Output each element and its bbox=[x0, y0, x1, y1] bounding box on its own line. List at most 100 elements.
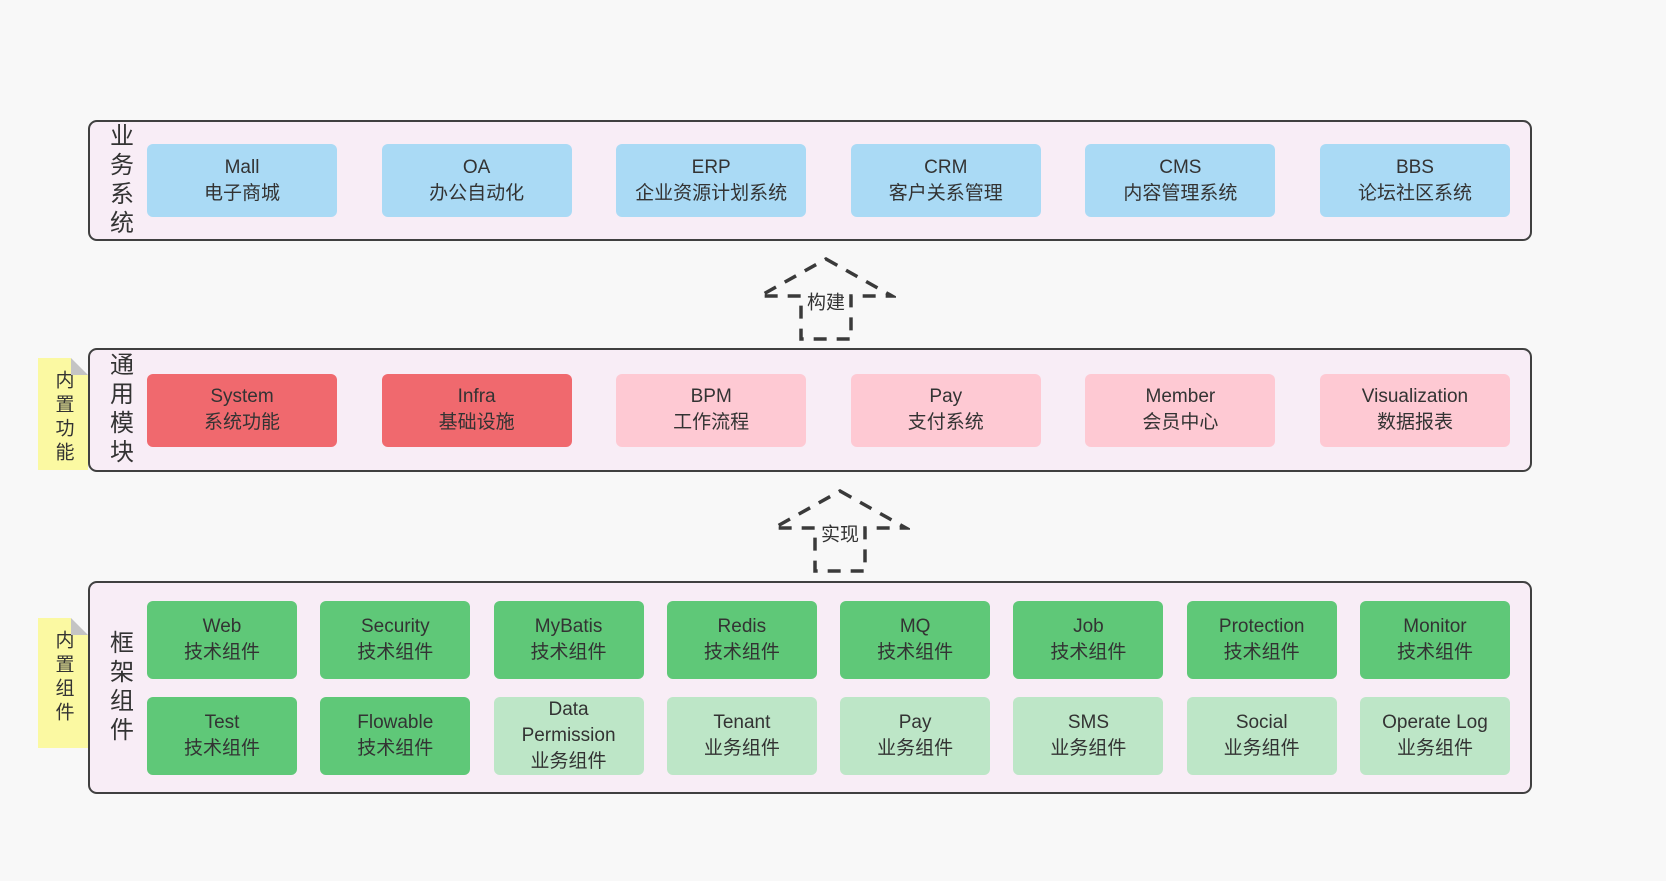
build-arrow-label: 构建 bbox=[802, 287, 850, 315]
box-title: Redis bbox=[717, 615, 767, 637]
box-title: Flowable bbox=[357, 711, 434, 733]
box-title: MQ bbox=[899, 615, 931, 637]
diagram-box-cms: CMS 内容管理系统 bbox=[1085, 144, 1276, 217]
built-in-functions-note: 内置功能 bbox=[38, 358, 88, 470]
box-title: Tenant bbox=[713, 711, 771, 733]
diagram-box-infra: Infra 基础设施 bbox=[381, 373, 572, 447]
business-systems-content: Mall 电子商城 OA 办公自动化 ERP 企业资源计划系统 CRM 客户关系… bbox=[147, 122, 1530, 239]
box-subtitle: 企业资源计划系统 bbox=[635, 182, 788, 204]
box-title: Protection bbox=[1218, 615, 1305, 637]
diagram-box-bpm: BPM 工作流程 bbox=[616, 373, 807, 447]
box-subtitle: 业务组件 bbox=[1223, 737, 1300, 759]
box-title: Infra bbox=[457, 386, 496, 407]
box-title: Monitor bbox=[1403, 615, 1467, 637]
components-box-row-2: Test 技术组件 Flowable 技术组件 Data Permission … bbox=[147, 696, 1510, 775]
diagram-box-system: System 系统功能 bbox=[147, 373, 337, 447]
box-subtitle: 工作流程 bbox=[673, 412, 750, 433]
box-title: OA bbox=[462, 156, 491, 178]
diagram-box-redis: Redis 技术组件 bbox=[666, 600, 817, 679]
diagram-box-pay-system: Pay 支付系统 bbox=[850, 373, 1041, 447]
box-title: CRM bbox=[924, 156, 968, 178]
business-box-row: Mall 电子商城 OA 办公自动化 ERP 企业资源计划系统 CRM 客户关系… bbox=[147, 144, 1510, 217]
diagram-box-social: Social 业务组件 bbox=[1186, 696, 1337, 775]
box-subtitle: 技术组件 bbox=[357, 737, 434, 759]
box-title: SMS bbox=[1067, 711, 1109, 733]
box-subtitle: 会员中心 bbox=[1142, 412, 1219, 433]
diagram-box-monitor: Monitor 技术组件 bbox=[1359, 600, 1510, 679]
business-systems-layer-label: 业务系统 bbox=[90, 122, 147, 239]
common-modules-content: System 系统功能 Infra 基础设施 BPM 工作流程 Pay 支付系统… bbox=[147, 350, 1530, 470]
implement-arrow-icon: 实现 bbox=[770, 487, 910, 575]
diagram-box-security: Security 技术组件 bbox=[320, 600, 471, 679]
dashed-up-arrow-icon bbox=[756, 256, 896, 341]
box-title: ERP bbox=[691, 156, 731, 178]
diagram-box-erp: ERP 企业资源计划系统 bbox=[616, 144, 807, 217]
box-subtitle: 业务组件 bbox=[1050, 737, 1127, 759]
box-subtitle: 技术组件 bbox=[1050, 641, 1127, 663]
business-systems-layer: 业务系统 Mall 电子商城 OA 办公自动化 ERP 企业资源计划系统 CRM… bbox=[88, 120, 1532, 241]
box-subtitle: 技术组件 bbox=[1396, 641, 1473, 663]
diagram-box-member: Member 会员中心 bbox=[1085, 373, 1276, 447]
diagram-box-mall: Mall 电子商城 bbox=[147, 144, 337, 217]
box-subtitle: 技术组件 bbox=[1223, 641, 1300, 663]
common-modules-layer-label: 通用模块 bbox=[90, 350, 147, 470]
box-title: Pay bbox=[898, 711, 932, 733]
diagram-box-crm: CRM 客户关系管理 bbox=[850, 144, 1041, 217]
box-title: Security bbox=[360, 615, 430, 637]
diagram-box-tenant: Tenant 业务组件 bbox=[666, 696, 817, 775]
box-subtitle: 论坛社区系统 bbox=[1357, 182, 1472, 204]
build-arrow-icon: 构建 bbox=[756, 255, 896, 343]
diagram-box-bbs: BBS 论坛社区系统 bbox=[1319, 144, 1510, 217]
box-subtitle: 支付系统 bbox=[907, 412, 984, 433]
box-title: BPM bbox=[690, 386, 732, 407]
box-title: Visualization bbox=[1361, 386, 1469, 407]
diagram-box-mybatis: MyBatis 技术组件 bbox=[493, 600, 644, 679]
common-modules-layer: 通用模块 System 系统功能 Infra 基础设施 BPM 工作流程 Pay… bbox=[88, 348, 1532, 472]
layer-label-text: 框架组件 bbox=[105, 629, 133, 746]
box-title: System bbox=[210, 386, 274, 407]
diagram-box-operate-log: Operate Log 业务组件 bbox=[1359, 696, 1510, 775]
diagram-box-data-permission: Data Permission 业务组件 bbox=[493, 696, 644, 775]
box-title: BBS bbox=[1395, 156, 1434, 178]
components-box-row-1: Web 技术组件 Security 技术组件 MyBatis 技术组件 Redi… bbox=[147, 600, 1510, 679]
layer-label-text: 通用模块 bbox=[105, 352, 133, 468]
diagram-box-oa: OA 办公自动化 bbox=[381, 144, 572, 217]
box-subtitle: 系统功能 bbox=[203, 412, 280, 433]
diagram-box-visualization: Visualization 数据报表 bbox=[1319, 373, 1510, 447]
box-title: Pay bbox=[929, 386, 963, 407]
box-title: Social bbox=[1235, 711, 1288, 733]
box-title: Job bbox=[1073, 615, 1104, 637]
box-title: Data Permission bbox=[521, 698, 616, 746]
box-title: Operate Log bbox=[1382, 711, 1488, 733]
box-subtitle: 基础设施 bbox=[438, 412, 515, 433]
diagram-box-test: Test 技术组件 bbox=[147, 696, 297, 775]
box-title: CMS bbox=[1159, 156, 1202, 178]
framework-components-layer: 框架组件 Web 技术组件 Security 技术组件 MyBatis 技术组件… bbox=[88, 581, 1532, 794]
note-text: 内置组件 bbox=[52, 630, 74, 726]
modules-box-row: System 系统功能 Infra 基础设施 BPM 工作流程 Pay 支付系统… bbox=[147, 373, 1510, 447]
box-subtitle: 业务组件 bbox=[877, 737, 954, 759]
box-title: Test bbox=[204, 711, 240, 733]
layer-label-text: 业务系统 bbox=[105, 122, 133, 239]
box-subtitle: 业务组件 bbox=[1396, 737, 1473, 759]
box-subtitle: 技术组件 bbox=[530, 641, 607, 663]
box-subtitle: 办公自动化 bbox=[429, 182, 525, 204]
box-subtitle: 技术组件 bbox=[357, 641, 434, 663]
diagram-box-flowable: Flowable 技术组件 bbox=[320, 696, 471, 775]
box-subtitle: 数据报表 bbox=[1376, 412, 1453, 433]
framework-components-layer-label: 框架组件 bbox=[90, 583, 147, 792]
box-subtitle: 技术组件 bbox=[703, 641, 780, 663]
diagram-box-web: Web 技术组件 bbox=[147, 600, 297, 679]
box-subtitle: 电子商城 bbox=[203, 182, 280, 204]
diagram-box-protection: Protection 技术组件 bbox=[1186, 600, 1337, 679]
box-subtitle: 业务组件 bbox=[703, 737, 780, 759]
diagram-box-sms: SMS 业务组件 bbox=[1013, 696, 1164, 775]
diagram-box-pay-component: Pay 业务组件 bbox=[840, 696, 991, 775]
box-subtitle: 客户关系管理 bbox=[888, 182, 1003, 204]
box-subtitle: 技术组件 bbox=[877, 641, 954, 663]
built-in-components-note: 内置组件 bbox=[38, 618, 88, 748]
box-title: MyBatis bbox=[534, 615, 603, 637]
dashed-up-arrow-icon bbox=[770, 488, 910, 573]
box-subtitle: 业务组件 bbox=[530, 750, 607, 772]
box-title: Member bbox=[1145, 386, 1216, 407]
